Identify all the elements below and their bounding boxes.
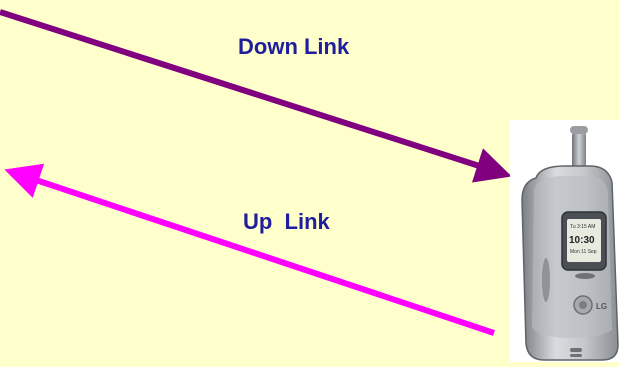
uplink-label: Up Link (243, 209, 330, 234)
downlink-label: Down Link (238, 34, 350, 59)
svg-text:Mon 11 Sep: Mon 11 Sep (570, 249, 597, 255)
mobile-phone-icon: Tu 3:15 AM 10:30 Mon 11 Sep LG (510, 120, 619, 362)
phone-screen-time: 10:30 (569, 235, 595, 246)
downlink-arrow (0, 9, 512, 183)
uplink-arrow (4, 163, 495, 336)
phone-brand-logo: LG (596, 302, 607, 311)
svg-text:Tu 3:15 AM: Tu 3:15 AM (570, 224, 595, 230)
